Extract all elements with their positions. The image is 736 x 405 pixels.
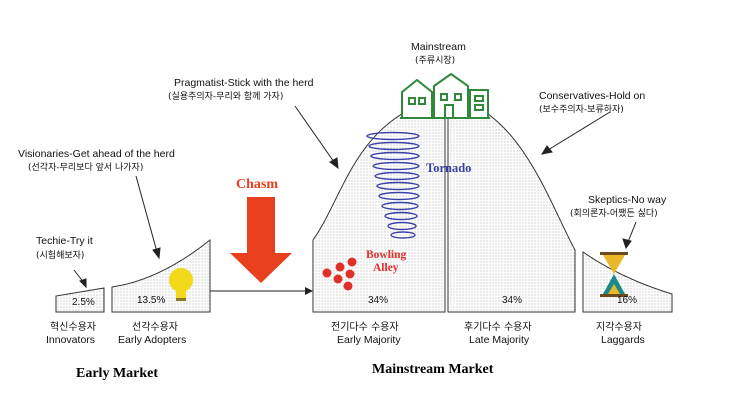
early-adopters-en: Early Adopters xyxy=(118,334,186,346)
techie-label-kr: (시험해보자) xyxy=(36,250,84,261)
early-majority-en: Early Majority xyxy=(337,334,401,346)
laggards-en: Laggards xyxy=(601,334,645,346)
bowling-label-1: Bowling xyxy=(366,249,407,261)
tornado-icon xyxy=(366,131,420,239)
conservatives-pointer xyxy=(547,111,611,151)
chasm-label: Chasm xyxy=(236,177,278,192)
early-market-label: Early Market xyxy=(76,366,158,381)
mainstream-label-kr: (주류시장) xyxy=(415,55,455,66)
innovators-en: Innovators xyxy=(46,334,95,346)
late-majority-segment xyxy=(447,95,576,313)
visionaries-label: Visionaries-Get ahead of the herd xyxy=(18,148,175,160)
conservatives-label: Conservatives-Hold on xyxy=(539,90,645,102)
early-adopters-kr: 선각수용자 xyxy=(132,321,178,333)
lightbulb-icon xyxy=(169,268,193,301)
visionaries-pointer xyxy=(135,175,158,253)
techie-pointer-head xyxy=(79,278,87,289)
pragmatist-pointer xyxy=(294,105,335,163)
early-majority-kr: 전기다수 수용자 xyxy=(331,321,399,333)
tornado-label: Tornado xyxy=(426,161,471,175)
chasm-arrow-icon xyxy=(230,197,292,283)
skeptics-pointer-head xyxy=(622,238,632,250)
early-adopters-pct: 13.5% xyxy=(137,295,165,306)
early-majority-pct: 34% xyxy=(368,295,388,306)
skeptics-label: Skeptics-No way xyxy=(588,194,667,206)
laggards-kr: 지각수용자 xyxy=(596,321,642,333)
hourglass-icon xyxy=(600,252,628,297)
bowling-alley-icon xyxy=(322,257,357,291)
skeptics-label-kr: (회의론자-어쨌든 싫다) xyxy=(570,208,658,219)
innovators-pct: 2.5% xyxy=(72,297,95,308)
pragmatist-label: Pragmatist-Stick with the herd xyxy=(174,77,314,89)
late-majority-pct: 34% xyxy=(502,295,522,306)
late-majority-kr: 후기다수 수용자 xyxy=(464,321,532,333)
early-majority-segment xyxy=(312,95,446,313)
houses-icon xyxy=(400,72,490,119)
visionaries-pointer-head xyxy=(152,247,161,260)
laggards-pct: 16% xyxy=(617,295,637,306)
chasm-crossing-arrowhead xyxy=(305,287,313,295)
conservatives-pointer-head xyxy=(540,145,553,155)
innovators-segment xyxy=(55,287,105,313)
pragmatist-pointer-head xyxy=(329,157,339,170)
mainstream-market-label: Mainstream Market xyxy=(372,362,494,377)
mainstream-label: Mainstream xyxy=(411,41,466,53)
innovators-kr: 혁신수용자 xyxy=(50,321,96,333)
techie-label: Techie-Try it xyxy=(36,235,93,247)
bowling-label-2: Alley xyxy=(373,262,399,274)
late-majority-en: Late Majority xyxy=(469,334,530,346)
pragmatist-label-kr: (실용주의자-무리와 함께 가자) xyxy=(168,90,283,102)
visionaries-label-kr: (선각자-무리보다 앞서 나가자) xyxy=(28,161,143,173)
conservatives-label-kr: (보수주의자-보류하자) xyxy=(539,104,624,115)
skeptics-pointer xyxy=(627,221,637,243)
